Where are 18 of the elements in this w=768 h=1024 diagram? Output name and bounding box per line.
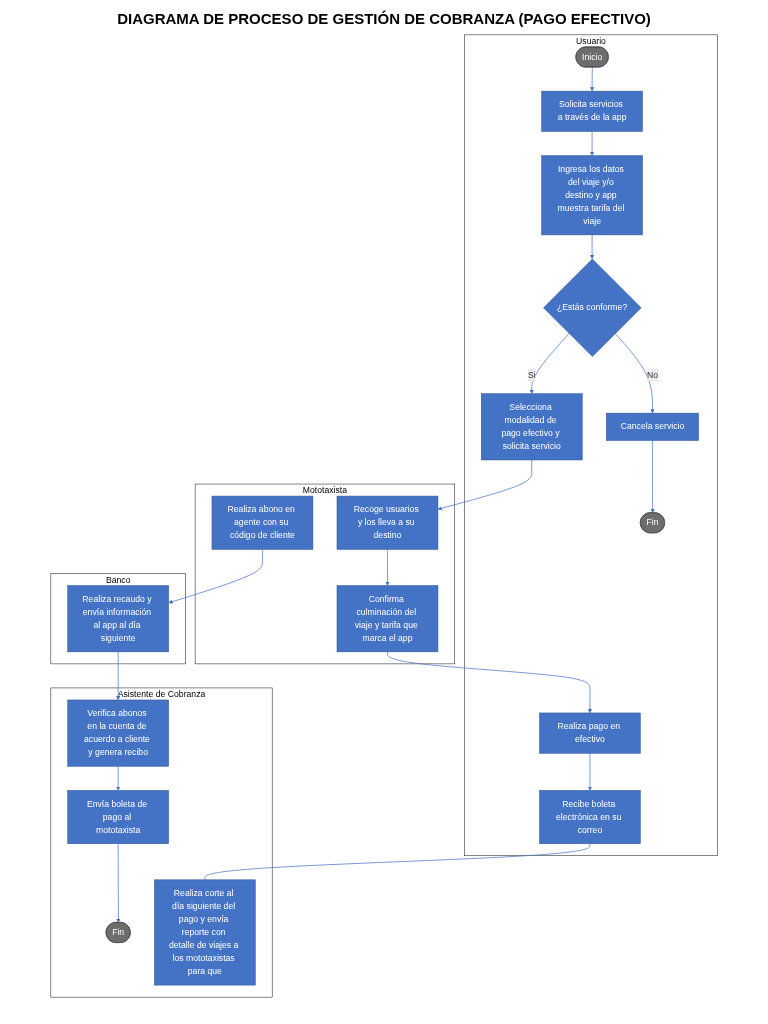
node-box: Realiza pago en efectivo (538, 712, 641, 754)
connector (204, 843, 591, 881)
edge-label: No (646, 370, 658, 380)
node-box: Recoge usuarios y los lleva a su destino (336, 495, 438, 550)
node-box: Solicita servicios a través de la app (541, 90, 643, 132)
node-box: Envía boleta de pago al mototaxista (67, 790, 169, 844)
node-box: Realiza abono en agente con su código de cliente (211, 495, 313, 550)
node-box: Verifica abonos en la cuenta de acuerdo a cliente y genera recibo (67, 699, 169, 767)
node-diamond: ¿Estás conforme? (543, 258, 642, 357)
diagram-title: DIAGRAMA DE PROCESO DE GESTIÓN DE COBRANZA (PAGO EFECTIVO) (116, 10, 652, 27)
edge-label: Si (527, 370, 536, 380)
node-box: Realiza recaudo y envía información al app al día siguiente (67, 585, 169, 653)
node-box: Recibe boleta electrónica en su correo (538, 790, 641, 844)
node-box: Realiza corte al día siguiente del pago y envía reporte con detalle de viajes a los mototaxistas para que (153, 879, 256, 986)
node-box: Ingresa los datos del viaje y/o destino y app muestra tarifa del viaje (541, 155, 643, 236)
node-box: Selecciona modalidad de pago efectivo y solicita servicio (480, 393, 583, 461)
node-box: Cancela servicio (605, 412, 699, 441)
node-box: Confirma culminación del viaje y tarifa que marca el app (336, 585, 438, 653)
